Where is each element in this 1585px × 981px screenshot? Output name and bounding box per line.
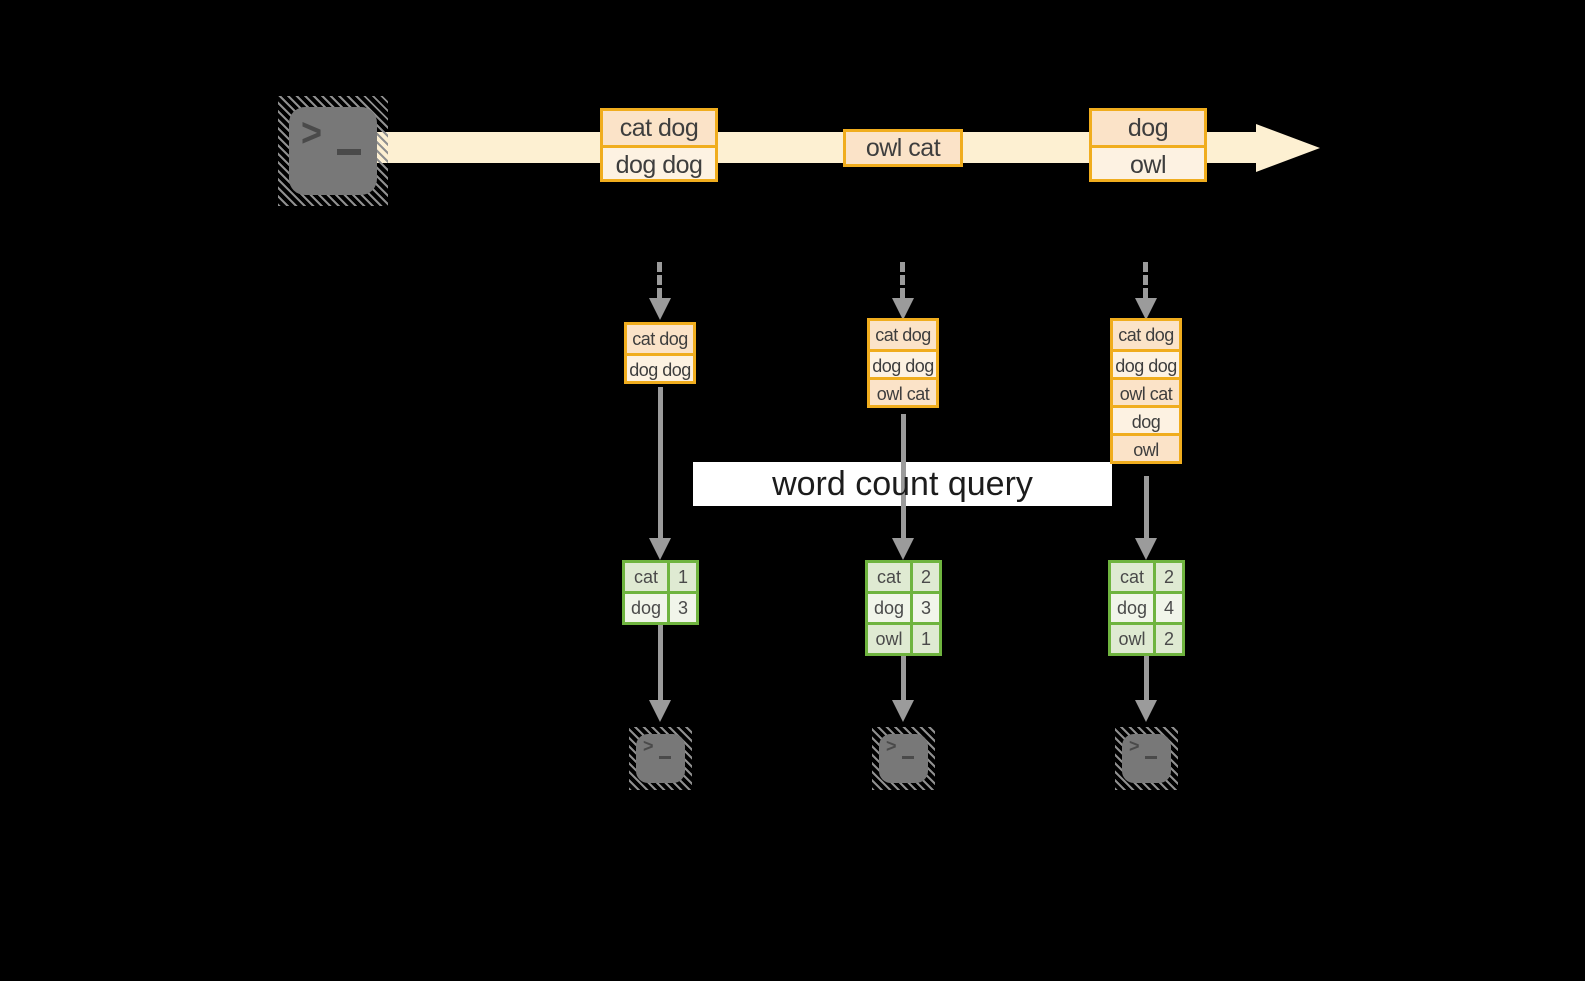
- count-word-cell: cat: [868, 563, 913, 591]
- count-row: dog 4: [1111, 591, 1182, 622]
- count-row: owl 1: [868, 622, 939, 653]
- count-value-cell: 3: [913, 594, 939, 622]
- buffer-item: cat dog: [870, 321, 936, 349]
- count-value-cell: 2: [1156, 625, 1182, 653]
- buffer-stack-1: cat dog dog dog: [624, 322, 696, 384]
- count-row: owl 2: [1111, 622, 1182, 653]
- down-arrowhead: [892, 700, 914, 722]
- prompt-chevron-icon: >: [643, 736, 654, 756]
- count-value-cell: 1: [670, 563, 696, 591]
- sink-terminal-icon: >: [1115, 727, 1178, 790]
- event-label: owl: [1092, 145, 1204, 179]
- count-table-2: cat 2 dog 3 owl 1: [865, 560, 942, 656]
- prompt-chevron-icon: >: [1129, 736, 1140, 756]
- buffer-item: owl cat: [870, 377, 936, 405]
- dashed-down-arrowhead: [892, 298, 914, 320]
- source-terminal-icon: >: [278, 96, 388, 206]
- down-arrow: [658, 387, 663, 538]
- count-table-3: cat 2 dog 4 owl 2: [1108, 560, 1185, 656]
- query-banner-label: word count query: [772, 465, 1033, 503]
- count-row: cat 1: [625, 563, 696, 591]
- terminal-screen: >: [879, 734, 928, 783]
- dashed-down-arrow: [657, 262, 662, 298]
- buffer-item: dog dog: [870, 349, 936, 377]
- down-arrow: [901, 414, 906, 538]
- count-row: dog 3: [868, 591, 939, 622]
- count-value-cell: 4: [1156, 594, 1182, 622]
- count-table-1: cat 1 dog 3: [622, 560, 699, 625]
- count-value-cell: 2: [1156, 563, 1182, 591]
- down-arrowhead: [1135, 538, 1157, 560]
- event-box-group-2: owl cat: [843, 129, 963, 167]
- terminal-screen: >: [289, 107, 377, 195]
- sink-terminal-icon: >: [872, 727, 935, 790]
- event-box-group-1: cat dog dog dog: [600, 108, 718, 182]
- event-label: owl cat: [846, 132, 960, 164]
- buffer-stack-3: cat dog dog dog owl cat dog owl: [1110, 318, 1182, 464]
- buffer-item: owl cat: [1113, 377, 1179, 405]
- terminal-screen: >: [636, 734, 685, 783]
- event-label: cat dog: [603, 111, 715, 145]
- dashed-down-arrow: [900, 262, 905, 298]
- down-arrowhead: [1135, 700, 1157, 722]
- event-label: dog dog: [603, 145, 715, 179]
- down-arrow: [658, 625, 663, 700]
- count-word-cell: owl: [1111, 625, 1156, 653]
- prompt-chevron-icon: >: [886, 736, 897, 756]
- sink-terminal-icon: >: [629, 727, 692, 790]
- buffer-stack-2: cat dog dog dog owl cat: [867, 318, 939, 408]
- prompt-underscore-icon: [337, 149, 361, 155]
- prompt-underscore-icon: [659, 756, 671, 759]
- down-arrowhead: [649, 700, 671, 722]
- prompt-underscore-icon: [1145, 756, 1157, 759]
- count-word-cell: owl: [868, 625, 913, 653]
- dashed-down-arrowhead: [1135, 298, 1157, 320]
- dashed-down-arrow: [1143, 262, 1148, 298]
- buffer-item: dog dog: [1113, 349, 1179, 377]
- down-arrow: [1144, 476, 1149, 538]
- count-value-cell: 1: [913, 625, 939, 653]
- buffer-item: dog dog: [627, 353, 693, 381]
- count-value-cell: 3: [670, 594, 696, 622]
- stream-timeline-arrowhead: [1256, 124, 1320, 172]
- buffer-item: dog: [1113, 405, 1179, 433]
- down-arrowhead: [892, 538, 914, 560]
- buffer-item: cat dog: [1113, 321, 1179, 349]
- dashed-down-arrowhead: [649, 298, 671, 320]
- count-word-cell: cat: [1111, 563, 1156, 591]
- count-row: cat 2: [868, 563, 939, 591]
- event-label: dog: [1092, 111, 1204, 145]
- down-arrowhead: [649, 538, 671, 560]
- down-arrow: [1144, 656, 1149, 700]
- count-value-cell: 2: [913, 563, 939, 591]
- prompt-underscore-icon: [902, 756, 914, 759]
- count-row: dog 3: [625, 591, 696, 622]
- count-word-cell: dog: [1111, 594, 1156, 622]
- event-box-group-3: dog owl: [1089, 108, 1207, 182]
- terminal-screen: >: [1122, 734, 1171, 783]
- count-word-cell: dog: [868, 594, 913, 622]
- prompt-chevron-icon: >: [301, 109, 323, 155]
- down-arrow: [901, 656, 906, 700]
- buffer-item: cat dog: [627, 325, 693, 353]
- count-word-cell: dog: [625, 594, 670, 622]
- count-word-cell: cat: [625, 563, 670, 591]
- count-row: cat 2: [1111, 563, 1182, 591]
- buffer-item: owl: [1113, 433, 1179, 461]
